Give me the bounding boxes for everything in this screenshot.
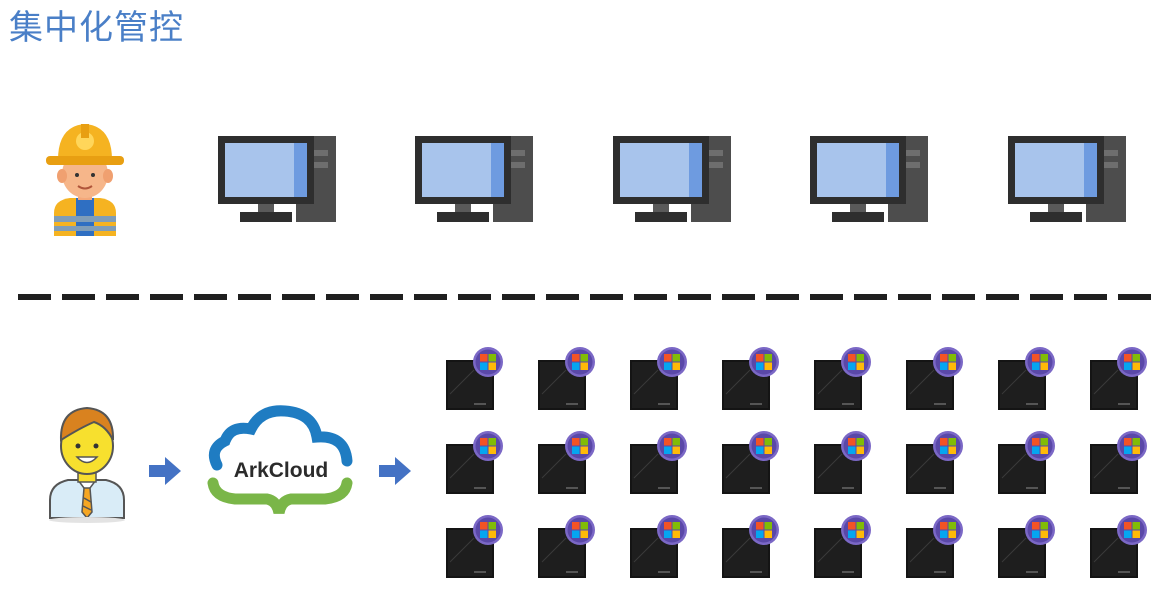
cloud-desktop-device-icon (904, 430, 966, 496)
cloud-desktop-device-icon (812, 514, 874, 580)
cloud-desktop-device-icon (536, 430, 598, 496)
arrow-right-icon (379, 457, 411, 485)
arrow-right-icon (149, 457, 181, 485)
cloud-desktop-device-icon (536, 514, 598, 580)
cloud-desktop-device-icon (996, 430, 1058, 496)
cloud-desktop-device-icon (996, 346, 1058, 412)
cloud-desktop-device-icon (812, 346, 874, 412)
arkcloud-logo: ArkCloud (207, 405, 353, 515)
cloud-desktop-device-icon (996, 514, 1058, 580)
cloud-desktop-device-icon (1088, 430, 1150, 496)
desktop-computer-icon (415, 136, 533, 222)
desktop-computer-icon (810, 136, 928, 222)
cloud-desktop-device-icon (444, 430, 506, 496)
cloud-desktop-device-icon (444, 514, 506, 580)
office-worker-icon (49, 406, 125, 523)
cloud-desktop-device-icon (720, 346, 782, 412)
cloud-desktop-device-icon (536, 346, 598, 412)
worker-hardhat-icon (46, 124, 124, 236)
cloud-desktop-device-icon (628, 430, 690, 496)
cloud-desktop-device-icon (1088, 514, 1150, 580)
cloud-desktop-device-icon (904, 346, 966, 412)
dashed-divider (18, 294, 1153, 300)
cloud-desktop-device-icon (904, 514, 966, 580)
cloud-desktop-device-icon (628, 346, 690, 412)
desktop-computer-icon (1008, 136, 1126, 222)
cloud-desktop-device-icon (1088, 346, 1150, 412)
desktop-computer-icon (218, 136, 336, 222)
cloud-label: ArkCloud (234, 459, 329, 482)
cloud-desktop-device-icon (720, 430, 782, 496)
cloud-desktop-device-icon (444, 346, 506, 412)
cloud-desktop-device-icon (720, 514, 782, 580)
desktop-computer-icon (613, 136, 731, 222)
cloud-desktop-device-icon (812, 430, 874, 496)
page-title: 集中化管控 (9, 8, 184, 48)
cloud-desktop-device-icon (628, 514, 690, 580)
